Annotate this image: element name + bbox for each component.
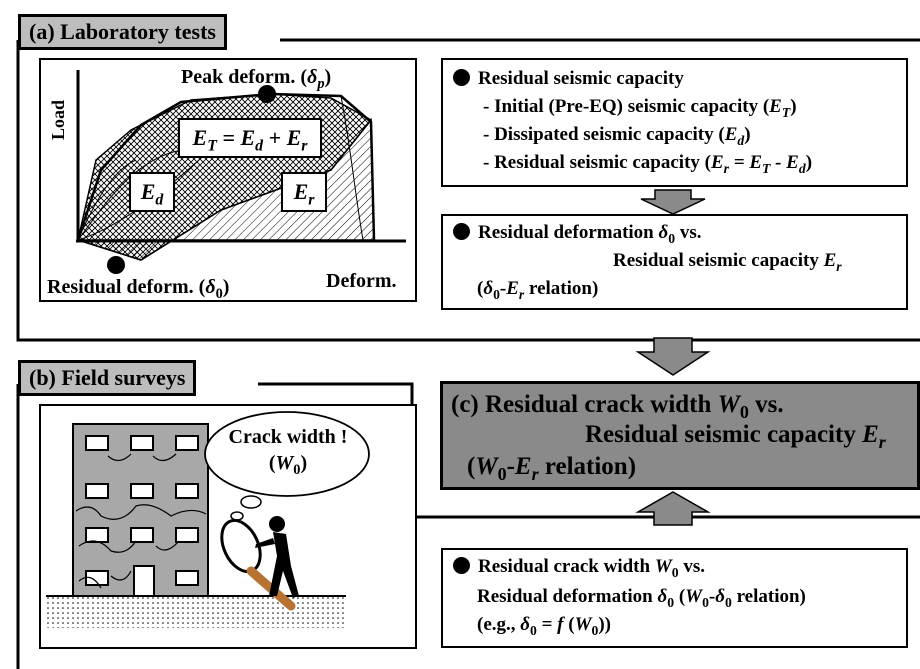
initial-capacity-line: - Initial (Pre-EQ) seismic capacity (ET) bbox=[483, 96, 797, 120]
residual-capacity-line: - Residual seismic capacity (Er = ET - E… bbox=[483, 152, 813, 176]
crack-line-2: Residual deformation δ0 (W0-δ0 relation) bbox=[477, 586, 806, 610]
load-deformation-graph: Load Deform. Peak deform. (δp) Residual … bbox=[39, 58, 417, 302]
up-arrow bbox=[635, 491, 711, 526]
bubble-line-1: Crack width ! bbox=[228, 426, 348, 448]
building-scene bbox=[46, 411, 370, 628]
section-b-title: (b) Field surveys bbox=[18, 360, 197, 396]
down-arrow-1 bbox=[640, 189, 706, 215]
crack-line-1: Residual crack width W0 vs. bbox=[453, 556, 705, 584]
deformation-line-1: Residual deformation δ0 vs. bbox=[453, 222, 701, 250]
residual-capacity-box: Residual seismic capacity - Initial (Pre… bbox=[441, 58, 908, 187]
crack-width-capacity-box: (c) Residual crack width W0 vs. Residual… bbox=[440, 381, 920, 490]
residual-capacity-title: Residual seismic capacity bbox=[453, 68, 684, 90]
residual-point bbox=[107, 256, 125, 274]
ed-label-box: Ed bbox=[129, 172, 175, 212]
c-line-1: (c) Residual crack width W0 vs. bbox=[451, 391, 784, 422]
section-a-title: (a) Laboratory tests bbox=[18, 14, 227, 50]
deformation-line-3: (δ0-Er relation) bbox=[477, 278, 599, 302]
hysteresis-plot bbox=[76, 70, 406, 274]
c-line-3: (W0-Er relation) bbox=[467, 453, 637, 484]
c-line-2: Residual seismic capacity Er bbox=[585, 421, 886, 452]
deformation-capacity-box: Residual deformation δ0 vs. Residual sei… bbox=[441, 214, 908, 310]
down-arrow-2 bbox=[635, 337, 711, 376]
peak-deform-label: Peak deform. (δp) bbox=[181, 66, 332, 92]
residual-deform-label: Residual deform. (δ0) bbox=[47, 276, 230, 302]
bullet-icon bbox=[453, 557, 470, 574]
peak-point bbox=[258, 85, 276, 103]
bubble-line-2: (W0) bbox=[268, 452, 308, 478]
y-axis-label: Load bbox=[48, 99, 68, 140]
x-axis-label: Deform. bbox=[326, 270, 397, 292]
dissipated-capacity-line: - Dissipated seismic capacity (Ed) bbox=[483, 124, 751, 148]
crack-deformation-box: Residual crack width W0 vs. Residual def… bbox=[441, 548, 908, 648]
et-equation-box: ET = Ed + Er bbox=[178, 118, 322, 158]
field-survey-illustration: Crack width ! (W0) bbox=[39, 404, 417, 649]
bullet-icon bbox=[453, 223, 470, 240]
bullet-icon bbox=[453, 69, 470, 86]
crack-line-3: (e.g., δ0 = f (W0)) bbox=[477, 614, 611, 638]
er-label-box: Er bbox=[281, 172, 327, 212]
deformation-line-2: Residual seismic capacity Er bbox=[613, 250, 842, 274]
